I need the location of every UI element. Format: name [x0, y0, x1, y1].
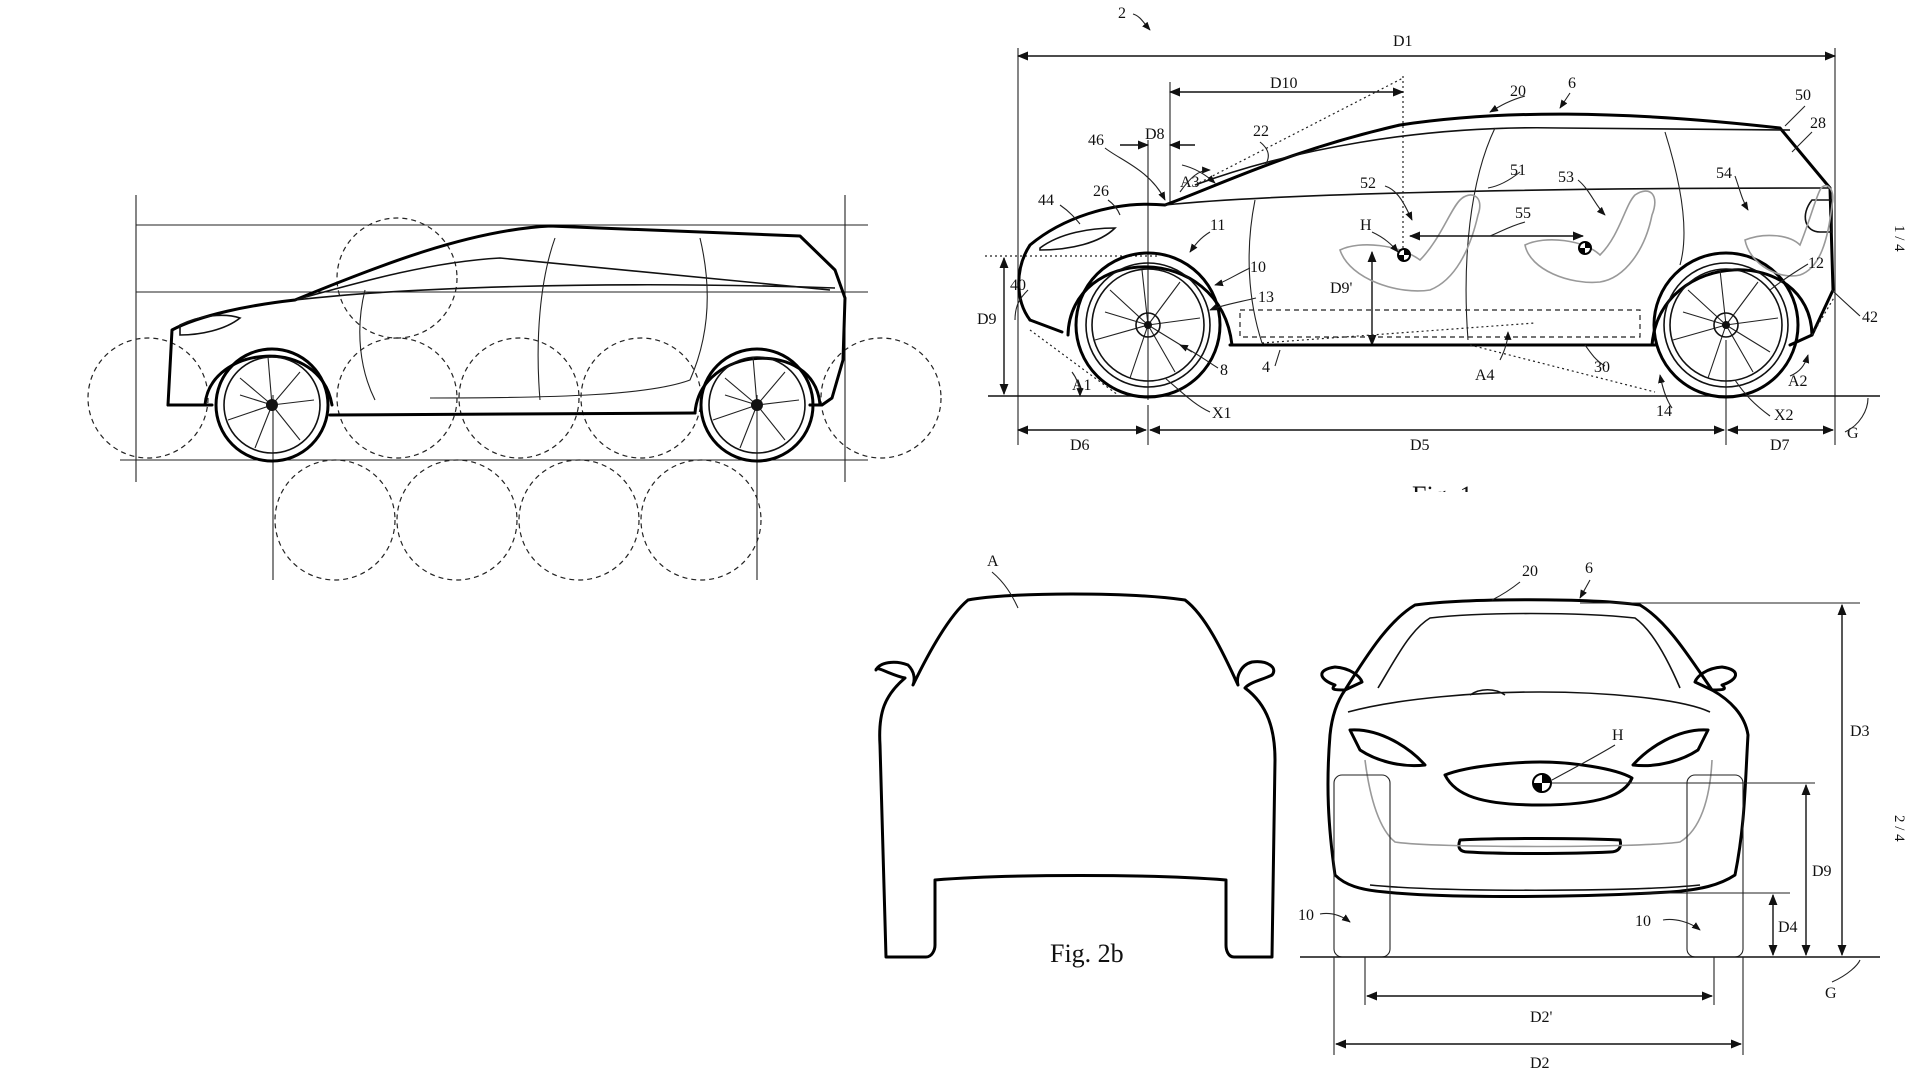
label-D3: D3: [1850, 723, 1870, 740]
caption-fig1-partial: Fig. 1: [1412, 481, 1473, 510]
front-view-dimensioned: H 20 6 10 10 D3 D9 D4 D2' D2 G: [1298, 560, 1880, 1072]
label-54: 54: [1716, 165, 1732, 182]
figure-number: 2: [1118, 5, 1126, 22]
label-X2: X2: [1774, 407, 1794, 424]
label-20: 20: [1510, 83, 1526, 100]
partial-caption-crop: Fig. 1: [1412, 481, 1473, 510]
label-D7: D7: [1770, 437, 1790, 454]
label-D2-prime: D2': [1530, 1009, 1553, 1026]
side-view-dimensioned: 2 D1 D10 D8 D6 D5 D7 D9 D9': [977, 5, 1880, 510]
label-H-front: H: [1612, 727, 1624, 744]
label-6: 6: [1568, 75, 1576, 92]
label-D8: D8: [1145, 126, 1165, 143]
label-D1: D1: [1393, 33, 1413, 50]
label-12: 12: [1808, 255, 1824, 272]
label-D2: D2: [1530, 1055, 1550, 1072]
label-D9-front: D9: [1812, 863, 1832, 880]
caption-fig2b: Fig. 2b: [1050, 939, 1124, 968]
label-D9: D9: [977, 311, 997, 328]
label-51: 51: [1510, 162, 1526, 179]
label-53: 53: [1558, 169, 1574, 186]
label-50: 50: [1795, 87, 1811, 104]
label-G-front: G: [1825, 985, 1837, 1002]
label-14: 14: [1656, 403, 1672, 420]
label-40: 40: [1010, 277, 1026, 294]
rear-outline-view: A Fig. 2b: [876, 553, 1275, 968]
label-D5: D5: [1410, 437, 1430, 454]
label-A-rear: A: [987, 553, 999, 570]
sheet-label-2: 2 / 4: [1891, 815, 1907, 842]
label-10-front-left: 10: [1298, 907, 1314, 924]
label-10-front-right: 10: [1635, 913, 1651, 930]
label-30: 30: [1594, 359, 1610, 376]
label-6-front: 6: [1585, 560, 1593, 577]
label-D6: D6: [1070, 437, 1090, 454]
label-H-side: H: [1360, 217, 1372, 234]
label-8: 8: [1220, 362, 1228, 379]
label-20-front: 20: [1522, 563, 1538, 580]
label-10: 10: [1250, 259, 1266, 276]
side-view-circle-study: [88, 195, 941, 580]
label-52: 52: [1360, 175, 1376, 192]
label-4: 4: [1262, 359, 1270, 376]
label-11: 11: [1210, 217, 1225, 234]
label-55: 55: [1515, 205, 1531, 222]
label-X1: X1: [1212, 405, 1232, 422]
label-44: 44: [1038, 192, 1054, 209]
label-D10: D10: [1270, 75, 1298, 92]
label-A1: A1: [1072, 377, 1092, 394]
label-D4: D4: [1778, 919, 1798, 936]
label-42: 42: [1862, 309, 1878, 326]
sheet-label-1: 1 / 4: [1891, 225, 1907, 252]
label-A4: A4: [1475, 367, 1495, 384]
label-D9-prime: D9': [1330, 280, 1353, 297]
label-22: 22: [1253, 123, 1269, 140]
label-26: 26: [1093, 183, 1109, 200]
label-46: 46: [1088, 132, 1104, 149]
label-28: 28: [1810, 115, 1826, 132]
label-13: 13: [1258, 289, 1274, 306]
